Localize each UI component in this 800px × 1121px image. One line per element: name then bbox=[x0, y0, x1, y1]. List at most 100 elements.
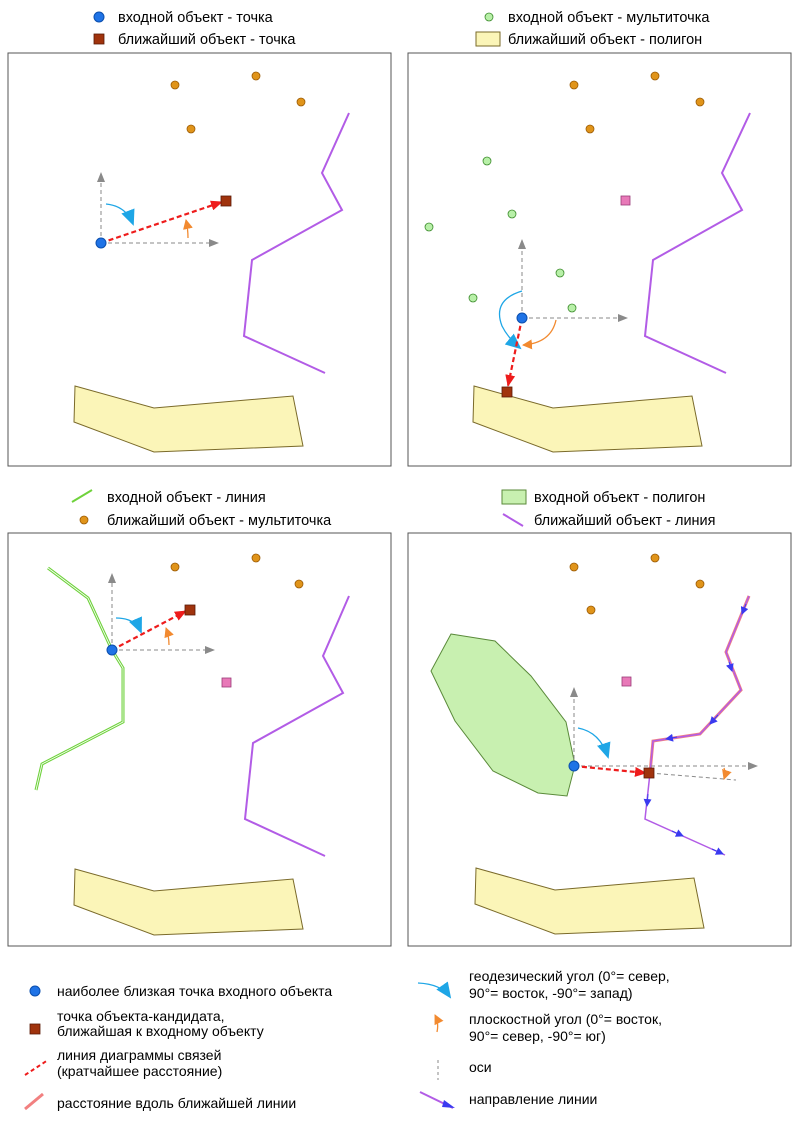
purple-line-icon bbox=[502, 513, 524, 527]
axis-extension bbox=[649, 772, 737, 781]
near-point-icon bbox=[93, 33, 105, 45]
geodesic-angle-arrow bbox=[115, 616, 142, 634]
key-line-direction: направление линии bbox=[469, 1091, 597, 1107]
line-direction-arrowhead-icon bbox=[442, 1100, 455, 1108]
key-link-line-line1: линия диаграммы связей bbox=[57, 1047, 221, 1063]
yellow-polygon bbox=[73, 868, 304, 936]
panel-bottom-right: входной объект - полигон ближайший объек… bbox=[407, 489, 792, 947]
panel-bottom-right-legend: входной объект - полигон ближайший объек… bbox=[501, 489, 716, 529]
multipoint-dot bbox=[170, 562, 180, 572]
direction-arrow bbox=[740, 603, 749, 615]
multipoint-dot bbox=[251, 553, 261, 563]
pink-square bbox=[621, 676, 632, 687]
yellow-polygon bbox=[474, 867, 705, 935]
link-line bbox=[573, 764, 647, 777]
direction-arrow bbox=[671, 829, 684, 837]
direction-arrow bbox=[711, 847, 724, 855]
multipoint-dot bbox=[585, 124, 595, 134]
near-point bbox=[643, 767, 655, 779]
link-line bbox=[505, 317, 524, 387]
purple-line bbox=[242, 112, 350, 374]
legend-input-line: входной объект - линия bbox=[107, 490, 266, 506]
link-line-icon bbox=[24, 1059, 49, 1076]
legend-input-polygon: входной объект - полигон bbox=[534, 490, 705, 506]
panel-top-left-legend: входной объект - точка ближайший объект … bbox=[93, 10, 296, 48]
purple-line bbox=[643, 112, 751, 374]
multipoint-dot bbox=[586, 605, 596, 615]
geodesic-angle-arrow bbox=[498, 290, 523, 350]
direction-arrow bbox=[725, 661, 734, 672]
panel-top-right: входной объект - мультиточка ближайший о… bbox=[407, 10, 792, 467]
multipoint-dot bbox=[695, 97, 705, 107]
direction-arrow bbox=[665, 733, 678, 742]
planar-angle-arrow bbox=[183, 219, 193, 239]
closest-input-point bbox=[516, 312, 528, 324]
candidate-point-icon bbox=[29, 1023, 41, 1035]
multipoint-dot bbox=[186, 124, 196, 134]
multipoint-green-dot bbox=[507, 209, 517, 219]
near-point bbox=[184, 604, 196, 616]
near-point bbox=[220, 195, 232, 207]
panel-bottom-left: входной объект - линия ближайший объект … bbox=[7, 489, 392, 947]
along-line-icon bbox=[24, 1092, 44, 1111]
green-input-polygon bbox=[430, 633, 576, 797]
key-link-line-line2: (кратчайшее расстояние) bbox=[57, 1063, 222, 1079]
panel-top-right-legend: входной объект - мультиточка ближайший о… bbox=[475, 10, 710, 48]
multipoint-dot bbox=[650, 71, 660, 81]
legend-near-point: ближайший объект - точка bbox=[118, 32, 296, 48]
key-closest-point: наиболее близкая точка входного объекта bbox=[57, 983, 332, 999]
green-input-line-edge bbox=[35, 567, 124, 791]
multipoint-green-dot bbox=[468, 293, 478, 303]
multipoint-dot bbox=[569, 562, 579, 572]
near-point bbox=[501, 386, 513, 398]
legend-near-multipoint: ближайший объект - мультиточка bbox=[107, 513, 332, 529]
planar-angle-icon bbox=[434, 1014, 444, 1033]
closest-input-point bbox=[568, 760, 580, 772]
key-candidate-point-line1: точка объекта-кандидата, bbox=[57, 1008, 225, 1024]
multipoint-dot bbox=[296, 97, 306, 107]
key-geodesic-line1: геодезический угол (0°= север, bbox=[469, 968, 670, 984]
multipoint-dot bbox=[569, 80, 579, 90]
link-line bbox=[100, 200, 223, 245]
map-frame bbox=[407, 52, 792, 467]
closest-input-point bbox=[95, 237, 107, 249]
multipoint-icon bbox=[79, 515, 89, 525]
yellow-polygon bbox=[472, 385, 703, 453]
map-frame bbox=[407, 532, 792, 947]
key-planar-line1: плоскостной угол (0°= восток, bbox=[469, 1011, 662, 1027]
direction-arrow bbox=[709, 714, 719, 725]
planar-angle-arrow bbox=[722, 767, 732, 780]
panel-bottom-left-legend: входной объект - линия ближайший объект … bbox=[71, 489, 332, 529]
key-along-line: расстояние вдоль ближайшей линии bbox=[57, 1095, 296, 1111]
symbol-key: наиболее близкая точка входного объекта … bbox=[24, 968, 670, 1111]
closest-point-icon bbox=[29, 985, 41, 997]
multipoint-green-dot bbox=[555, 268, 565, 278]
legend-near-polygon: ближайший объект - полигон bbox=[508, 32, 702, 48]
planar-angle-arrow bbox=[164, 627, 174, 646]
legend-near-line: ближайший объект - линия bbox=[534, 513, 716, 529]
multipoint-dot bbox=[251, 71, 261, 81]
multipoint-dot bbox=[170, 80, 180, 90]
key-axes: оси bbox=[469, 1059, 492, 1075]
polygon-icon bbox=[475, 31, 501, 47]
pink-square bbox=[620, 195, 631, 206]
key-geodesic-line2: 90°= восток, -90°= запад) bbox=[469, 985, 633, 1001]
legend-input-multipoint: входной объект - мультиточка bbox=[508, 10, 710, 26]
map-frame bbox=[7, 52, 392, 467]
multipoint-green-dot bbox=[482, 156, 492, 166]
planar-angle-arrow bbox=[522, 319, 557, 350]
yellow-polygon bbox=[73, 385, 304, 453]
geodesic-angle-arrow bbox=[577, 727, 611, 759]
map-frame bbox=[7, 532, 392, 947]
green-line-icon bbox=[71, 489, 93, 503]
polygon-green-icon bbox=[501, 489, 527, 505]
multipoint-dot bbox=[695, 579, 705, 589]
direction-arrow bbox=[643, 793, 652, 807]
link-line bbox=[111, 610, 187, 651]
multipoint-green-dot bbox=[567, 303, 577, 313]
multipoint-dot bbox=[294, 579, 304, 589]
geodesic-angle-icon bbox=[417, 981, 452, 999]
input-point-icon bbox=[93, 11, 105, 23]
geodesic-angle-arrow bbox=[105, 203, 135, 226]
